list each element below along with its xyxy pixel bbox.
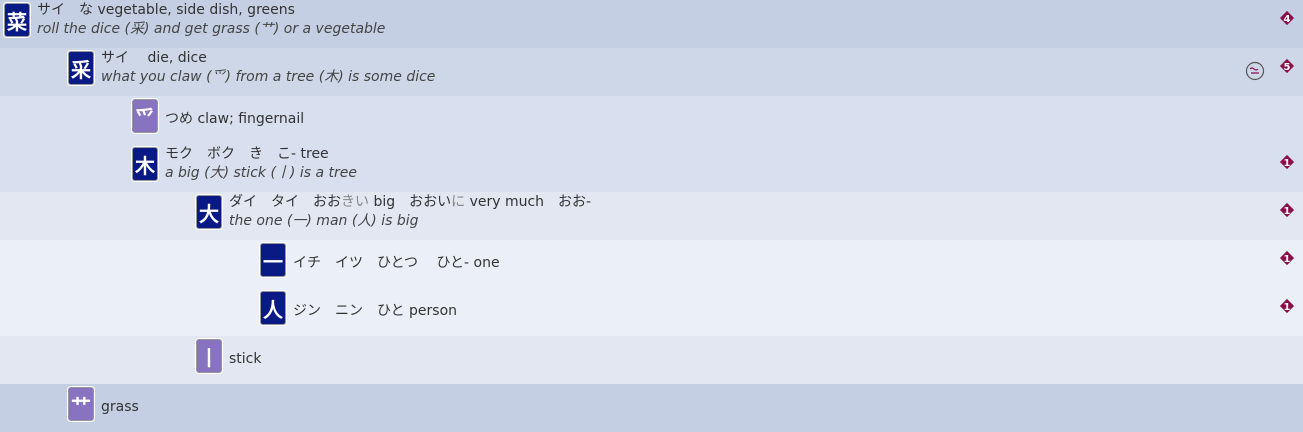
level-badge[interactable]: 5 <box>1279 58 1295 74</box>
kanji-tile[interactable]: 采 <box>67 50 95 86</box>
tree-row-one[interactable]: 一 イチ イツ ひとつ ひと- one 1 <box>0 240 1303 288</box>
readings-meanings: ダイ タイ おおきい big おおいに very much おお- <box>229 193 591 212</box>
badge-number: 1 <box>1284 158 1291 169</box>
tree-row-tree[interactable]: 木 モク ボク き こ- tree a big (大) stick (丨) is… <box>0 144 1303 192</box>
mnemonic: the one (一) man (人) is big <box>229 213 419 229</box>
badge-number: 5 <box>1284 62 1291 73</box>
entry-text: つめ claw; fingernail <box>165 110 304 129</box>
readings-meanings: サイ die, dice <box>101 50 207 66</box>
okurigana: に <box>451 194 466 210</box>
entry-text: ダイ タイ おおきい big おおいに very much おお- the on… <box>229 193 591 231</box>
kanji-tile[interactable]: 一 <box>259 242 287 278</box>
okurigana: きい <box>341 194 369 210</box>
diamond-number-icon: 4 <box>1279 10 1295 26</box>
readings-meanings: つめ claw; fingernail <box>165 111 305 127</box>
meaning-part: very much おお- <box>465 194 592 210</box>
radical-tile[interactable]: 丨 <box>195 338 223 374</box>
kanji-tile[interactable]: 菜 <box>3 2 31 38</box>
tree-row-grass[interactable]: 艹 grass <box>0 384 1303 432</box>
entry-text: stick <box>229 350 261 369</box>
mnemonic: what you claw (爫) from a tree (木) is som… <box>101 69 436 85</box>
tree-row-big[interactable]: 大 ダイ タイ おおきい big おおいに very much おお- the … <box>0 192 1303 240</box>
entry-text: サイ な vegetable, side dish, greens roll t… <box>37 1 385 39</box>
entry-text: ジン ニン ひと person <box>293 302 457 321</box>
radical-tile[interactable]: 爫 <box>131 98 159 134</box>
level-badge[interactable]: 4 <box>1279 10 1295 26</box>
level-badge[interactable]: 1 <box>1279 154 1295 170</box>
readings-meanings: イチ イツ ひとつ ひと- one <box>293 255 500 271</box>
readings-meanings: サイ な vegetable, side dish, greens <box>37 2 295 18</box>
badge-number: 1 <box>1284 302 1291 313</box>
diamond-number-icon: 1 <box>1279 298 1295 314</box>
mnemonic: roll the dice (采) and get grass (艹) or a… <box>37 21 386 37</box>
entry-text: イチ イツ ひとつ ひと- one <box>293 254 500 273</box>
readings-meanings: ジン ニン ひと person <box>293 303 458 319</box>
readings-meanings: grass <box>101 399 139 415</box>
kanji-tile[interactable]: 木 <box>131 146 159 182</box>
tree-row-claw[interactable]: 爫 つめ claw; fingernail <box>0 96 1303 144</box>
entry-text: grass <box>101 398 139 417</box>
tree-row-cai[interactable]: 菜 サイ な vegetable, side dish, greens roll… <box>0 0 1303 48</box>
diamond-number-icon: 1 <box>1279 154 1295 170</box>
diamond-number-icon: 1 <box>1279 250 1295 266</box>
badge-number: 1 <box>1284 254 1291 265</box>
badge-number: 1 <box>1284 206 1291 217</box>
readings-meanings: stick <box>229 351 262 367</box>
level-badge[interactable]: 1 <box>1279 202 1295 218</box>
kanji-tile[interactable]: 大 <box>195 194 223 230</box>
radical-tile[interactable]: 艹 <box>67 386 95 422</box>
entry-text: モク ボク き こ- tree a big (大) stick (丨) is a… <box>165 145 357 183</box>
entry-text: サイ die, dice what you claw (爫) from a tr… <box>101 49 435 87</box>
tree-row-stick[interactable]: 丨 stick <box>0 336 1303 384</box>
tree-row-person[interactable]: 人 ジン ニン ひと person 1 <box>0 288 1303 336</box>
tree-row-sai-dice[interactable]: 采 サイ die, dice what you claw (爫) from a … <box>0 48 1303 96</box>
kanji-tile[interactable]: 人 <box>259 290 287 326</box>
diamond-number-icon: 1 <box>1279 202 1295 218</box>
diamond-number-icon: 5 <box>1279 58 1295 74</box>
mnemonic: a big (大) stick (丨) is a tree <box>165 165 357 181</box>
level-badge[interactable]: 1 <box>1279 250 1295 266</box>
stroke-order-icon[interactable] <box>1245 61 1265 81</box>
badge-number: 4 <box>1284 14 1291 25</box>
level-badge[interactable]: 1 <box>1279 298 1295 314</box>
reading-part: ダイ タイ おお <box>229 194 341 210</box>
meaning-part: big おおい <box>369 194 452 210</box>
readings-meanings: モク ボク き こ- tree <box>165 146 329 162</box>
